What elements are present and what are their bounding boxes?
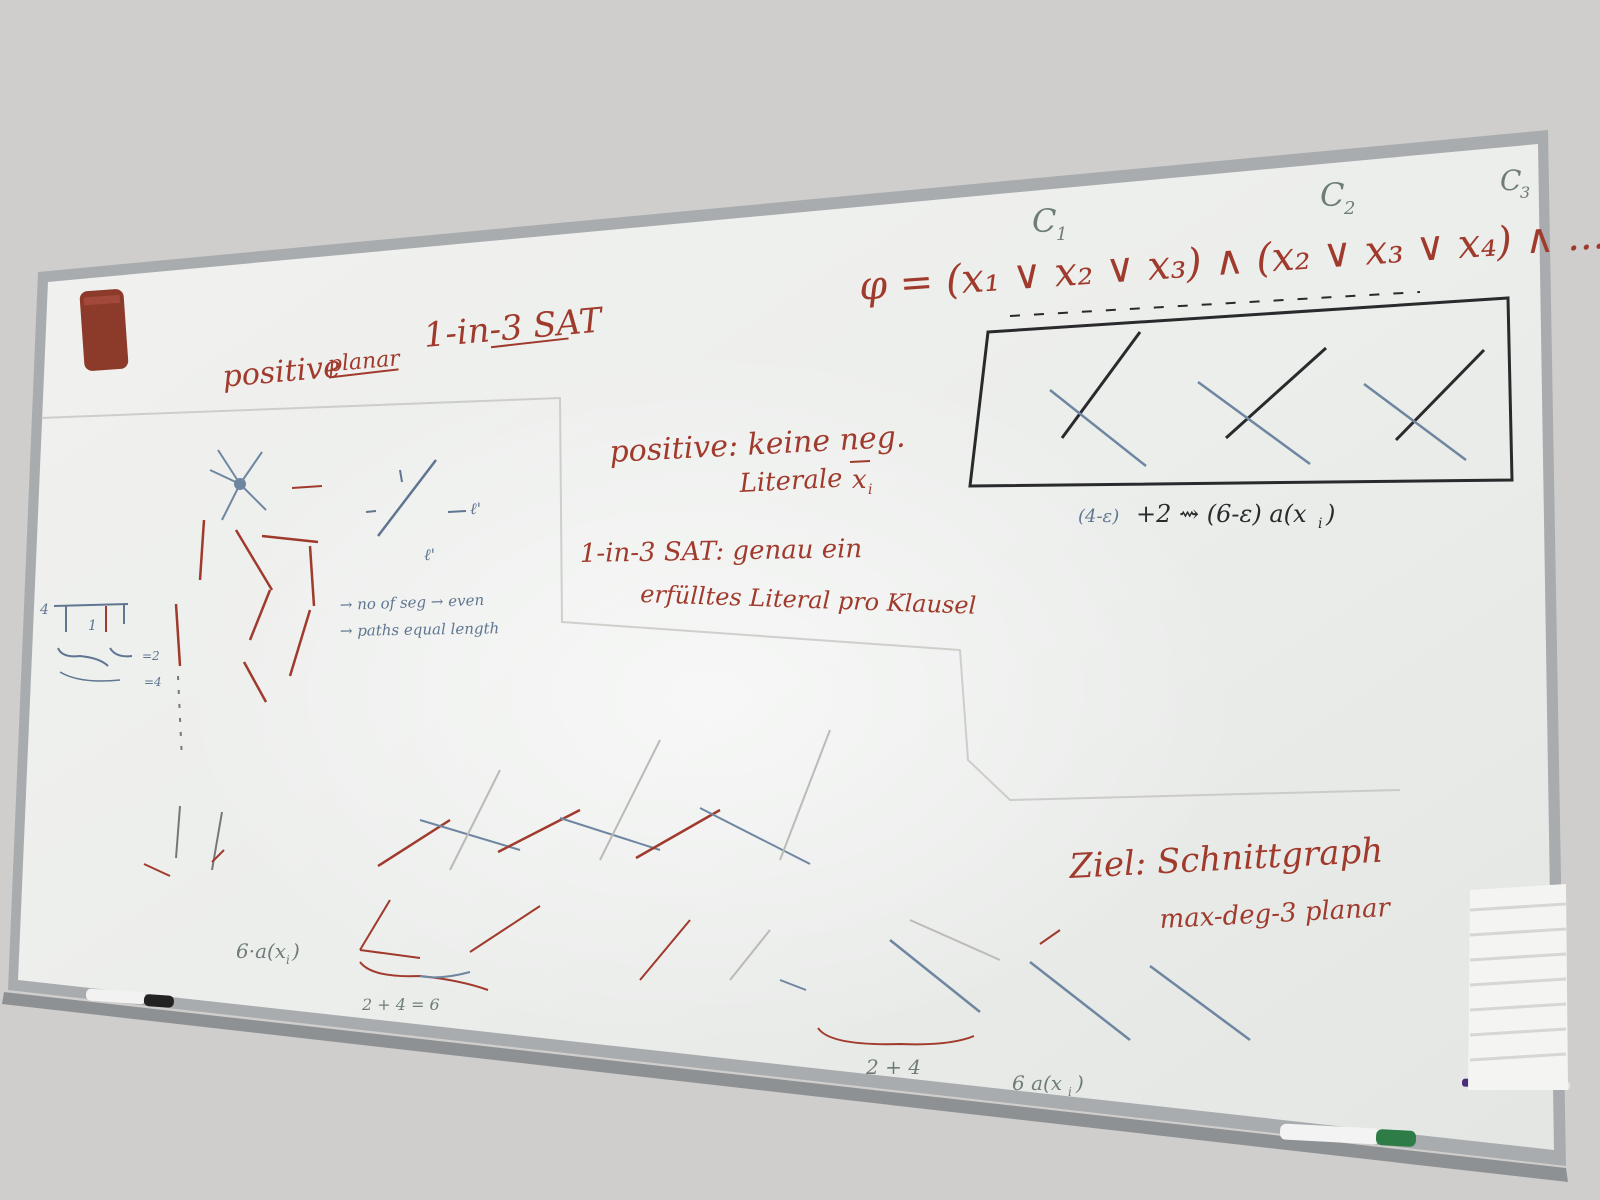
eraser-highlight [83,294,121,306]
gadget-crossing-2 [1197,346,1328,466]
eraser [79,289,129,371]
clause-label-c1: C [1032,202,1056,240]
brace-4: =4 [144,675,162,689]
right-brace-label: 2 + 4 [865,1055,921,1079]
clause-label-c1-sub: 1 [1056,224,1067,245]
gadget-box [968,296,1514,488]
right-sum-end: ) [1075,1071,1084,1095]
left-brace-label: 2 + 4 = 6 [361,995,440,1014]
def-positive-literal: x [852,465,867,495]
left-sum: 6·a(x [236,939,286,963]
gadget-caption: (4-ε) +2 ⇝ (6-ε) a(x i ) [1078,500,1335,532]
note-segments: → no of seg → even [340,591,485,614]
clause-label-c3: C [1500,164,1521,197]
def-positive-literal-sub: i [868,482,872,498]
clause-label-c3-sub: 3 [1520,183,1530,202]
def-positive-line2: Literale [738,464,843,499]
num-1: 1 [88,618,97,634]
right-sum: 6 a(x [1012,1071,1062,1095]
gadget-crossing-1 [1049,331,1147,467]
bottom-sketches: 6·a(x i ) 2 + 4 = 6 2 + 4 6 a(x i ) [236,729,1251,1099]
marker-right[interactable] [1279,1123,1417,1147]
left-sum-end: ) [291,939,300,963]
caption-part2-end: ) [1325,500,1335,528]
label-l-prime-2: ℓ' [424,545,435,564]
marker-tray [2,992,1568,1182]
left-sketch: ℓ' ℓ' → no of seg → even → paths equal l… [39,449,500,877]
caption-part2: +2 ⇝ (6-ε) a(x [1136,500,1307,528]
marker-left[interactable] [85,988,175,1008]
note-paths: → paths equal length [340,619,500,640]
sketch-frame [39,396,1401,802]
caption-part1: (4-ε) [1078,506,1119,527]
paper-holder [1468,884,1568,1090]
clause-label-c2-sub: 2 [1343,198,1355,219]
label-l-prime-1: ℓ' [470,499,481,518]
brace-2: =2 [142,649,160,663]
caption-part2-sub: i [1318,516,1322,532]
left-sum-sub: i [286,953,290,967]
gadget-crossing-3 [1363,348,1486,462]
clause-label-c2: C [1320,176,1344,214]
board-glare [18,144,1554,1150]
num-4: 4 [39,602,49,618]
right-sum-sub: i [1068,1085,1072,1099]
def-sat-line1: 1-in-3 SAT: genau ein [580,534,863,569]
